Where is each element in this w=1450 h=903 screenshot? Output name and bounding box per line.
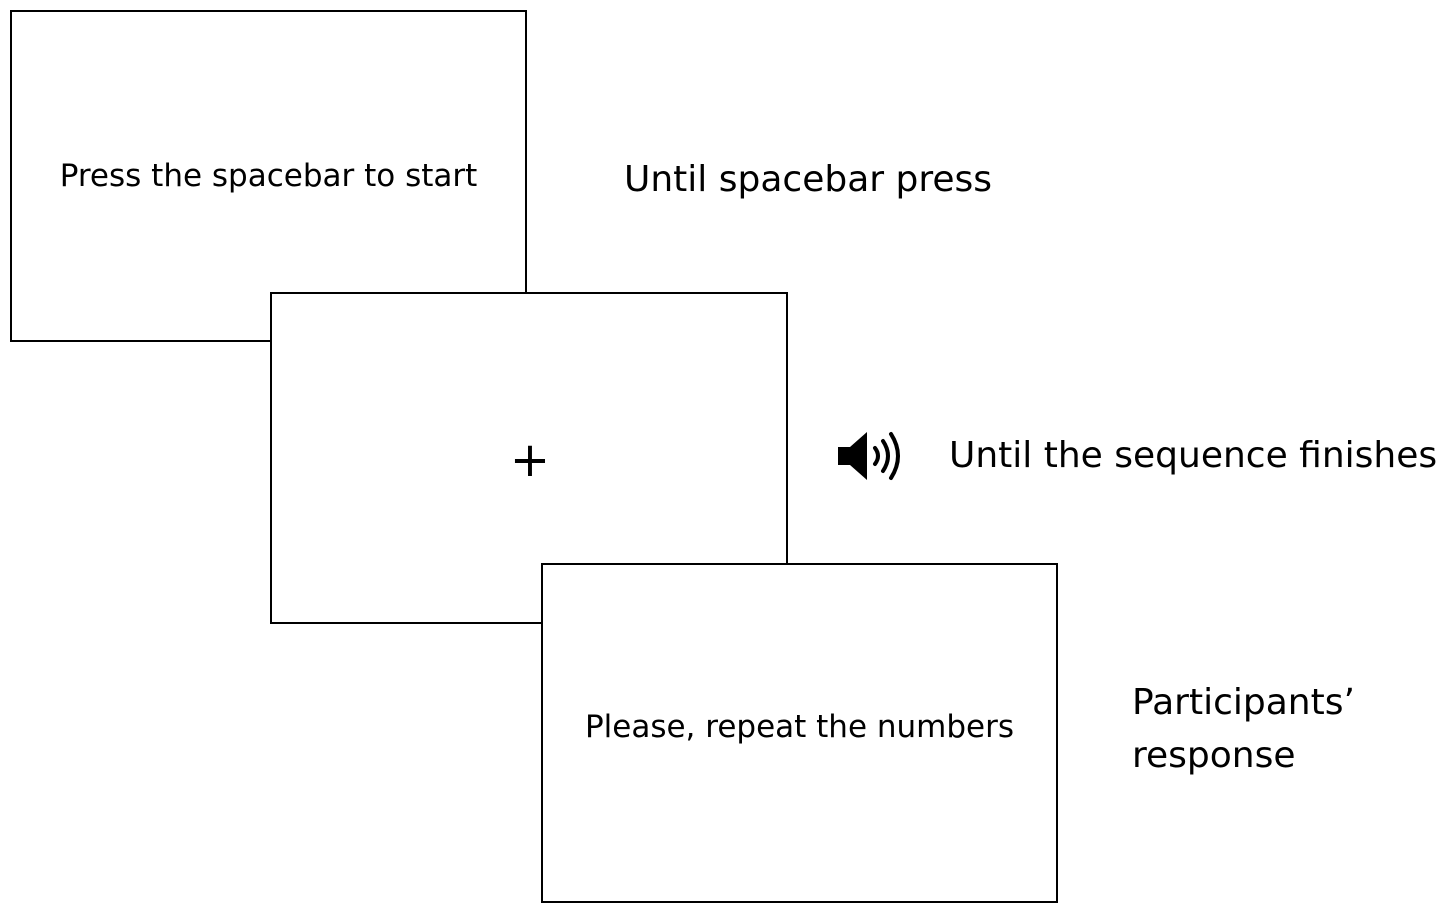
trial-screen-response: Please, repeat the numbers (541, 563, 1058, 903)
response-instruction-text: Please, repeat the numbers (584, 709, 1015, 745)
duration-label-start: Until spacebar press (624, 159, 993, 200)
duration-label-sequence: Until the sequence finishes (949, 435, 1438, 476)
start-instruction-text: Press the spacebar to start (59, 158, 478, 194)
trial-screen-start: Press the spacebar to start (10, 10, 527, 342)
fixation-cross: + (509, 432, 551, 488)
speaker-icon (838, 432, 900, 480)
duration-label-response: Participants’ response (1132, 682, 1355, 777)
